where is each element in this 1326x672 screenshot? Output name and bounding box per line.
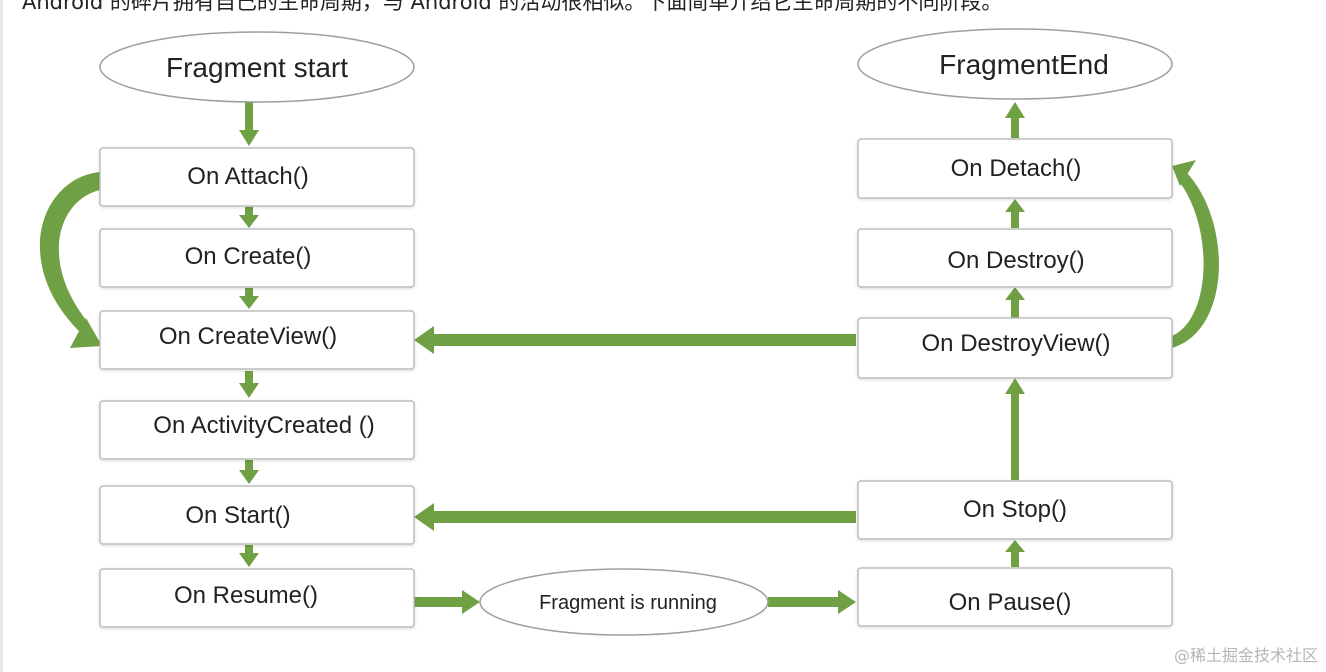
intro-text: Android 的碎片拥有自己的生命周期，与 Android 的活动很相似。下面… <box>22 0 1003 14</box>
box-on-destroy-view: On DestroyView() <box>857 317 1173 379</box>
box-on-detach: On Detach() <box>857 138 1173 199</box>
arrow-detach-to-end <box>1005 102 1025 138</box>
curved-arrow-destroyview-to-detach <box>1172 160 1219 348</box>
box-on-destroy-label: On Destroy() <box>947 247 1084 274</box>
box-on-start: On Start() <box>99 485 415 545</box>
arrow-resume-to-running <box>414 590 480 614</box>
box-on-create: On Create() <box>99 228 415 288</box>
arrows <box>39 102 1219 614</box>
arrow-destroyview-to-createview <box>414 326 856 354</box>
box-on-pause-label: On Pause() <box>949 589 1072 616</box>
box-on-create-view-label: On CreateView() <box>159 323 337 350</box>
box-on-create-view: On CreateView() <box>99 310 415 370</box>
arrow-destroyview-to-destroy <box>1005 287 1025 318</box>
box-on-resume: On Resume() <box>99 568 415 628</box>
box-on-pause: On Pause() <box>857 567 1173 627</box>
box-on-activity-created: On ActivityCreated () <box>99 400 415 460</box>
arrow-destroy-to-detach <box>1005 199 1025 228</box>
box-on-attach: On Attach() <box>99 147 415 207</box>
box-on-destroy-view-label: On DestroyView() <box>922 330 1111 357</box>
oval-fragment-running: Fragment is running <box>479 568 769 636</box>
oval-fragment-end-label: FragmentEnd <box>939 49 1109 80</box>
box-on-stop: On Stop() <box>857 480 1173 540</box>
box-on-detach-label: On Detach() <box>951 155 1082 182</box>
arrow-createview-to-activitycreated <box>239 371 259 398</box>
box-on-create-label: On Create() <box>185 243 312 270</box>
arrow-running-to-pause <box>768 590 856 614</box>
oval-fragment-start-label: Fragment start <box>166 52 348 83</box>
box-on-attach-label: On Attach() <box>187 163 308 190</box>
arrow-start-to-resume <box>239 545 259 567</box>
arrow-stop-to-destroyview <box>1005 378 1025 480</box>
arrow-start-to-attach <box>239 102 259 146</box>
arrow-activitycreated-to-start <box>239 460 259 484</box>
arrow-create-to-createview <box>239 288 259 309</box>
box-on-resume-label: On Resume() <box>174 582 318 609</box>
arrow-stop-to-start <box>414 503 856 531</box>
curved-arrow-attach-to-createview <box>39 172 102 348</box>
oval-fragment-start: Fragment start <box>99 31 415 103</box>
box-on-start-label: On Start() <box>185 502 290 529</box>
box-on-stop-label: On Stop() <box>963 496 1067 523</box>
oval-fragment-end: FragmentEnd <box>857 28 1173 100</box>
box-on-activity-created-label: On ActivityCreated () <box>153 412 374 439</box>
arrow-pause-to-stop <box>1005 540 1025 567</box>
oval-fragment-running-label: Fragment is running <box>539 592 717 614</box>
arrow-attach-to-create <box>239 207 259 228</box>
watermark: @稀土掘金技术社区 <box>1173 646 1318 665</box>
box-on-destroy: On Destroy() <box>857 228 1173 288</box>
